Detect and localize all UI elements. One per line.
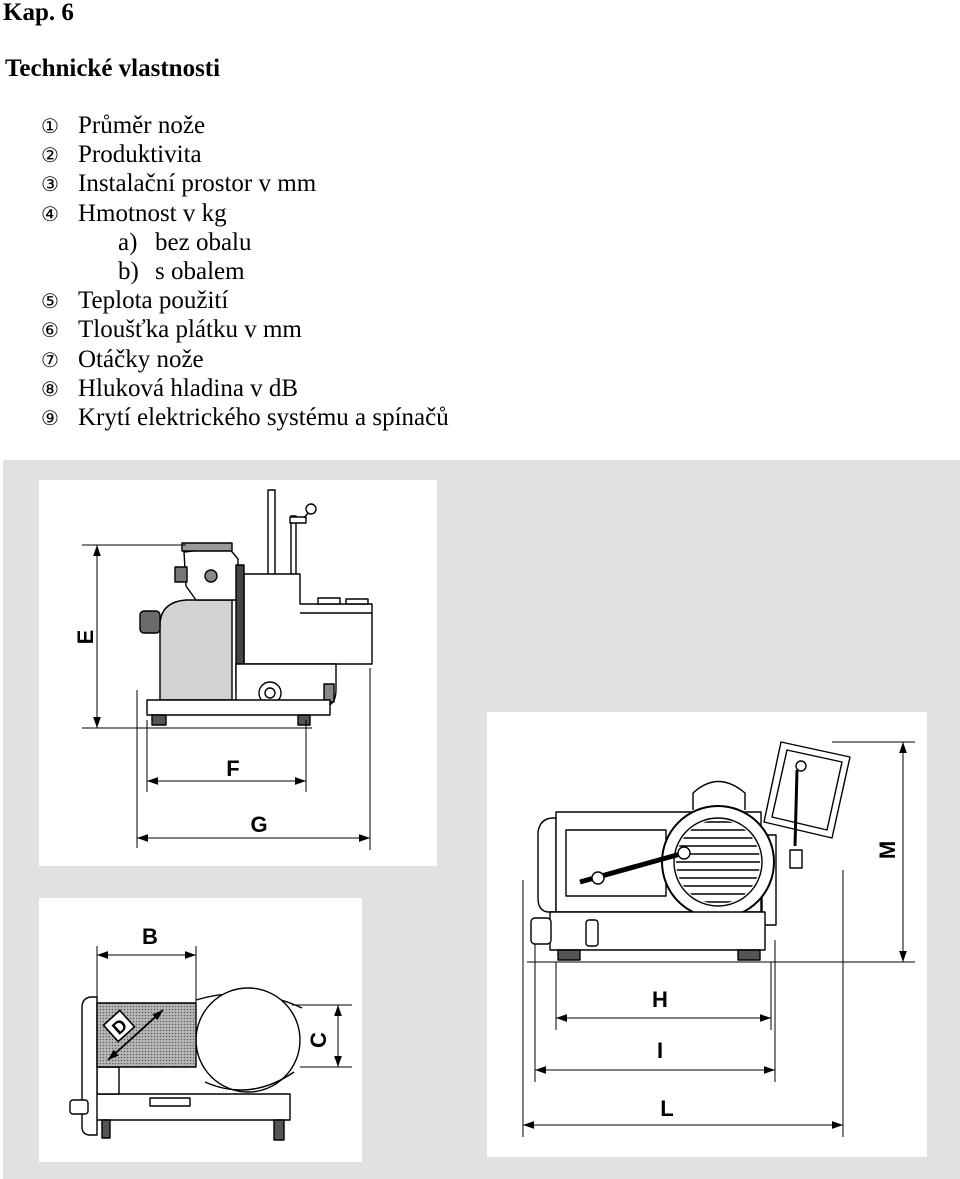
dimension-label-g: G <box>250 812 267 837</box>
chapter-heading: Kap. 6 <box>3 0 74 26</box>
tray-handle-rod <box>793 769 799 847</box>
spec-label: Teplota použití <box>78 287 229 315</box>
spec-number: ① <box>41 114 59 138</box>
spec-number: ⑤ <box>41 289 59 314</box>
spec-item: ① Průměr nože <box>0 111 620 140</box>
vertical-rod <box>267 489 276 577</box>
product-tray <box>763 741 851 839</box>
d-dimension-line <box>107 1009 164 1061</box>
dimension-label-c: C <box>306 1032 331 1048</box>
spec-item: ⑤ Teplota použití <box>0 286 620 315</box>
spec-item: ⑧ Hluková hladina v dB <box>0 374 620 403</box>
front-view-dimensions <box>522 741 915 1137</box>
blade-guard-hump <box>692 780 746 810</box>
spec-sub-item: b) s obalem <box>0 257 620 286</box>
base-plate <box>549 911 766 951</box>
gripper-top <box>181 542 233 552</box>
top-view-slicer <box>69 987 303 1141</box>
side-view-slicer <box>139 489 373 726</box>
motor-cover-center <box>264 687 276 699</box>
section-title: Technické vlastnosti <box>5 55 221 82</box>
spec-item: ⑥ Tloušťka plátku v mm <box>0 315 620 344</box>
front-foot <box>101 1119 111 1139</box>
arm-pivot <box>677 846 691 860</box>
tray-stop <box>317 597 341 605</box>
pedestal-body <box>159 599 233 701</box>
dimension-label-m: M <box>875 841 900 859</box>
blade-lower-arc <box>204 1071 295 1091</box>
base-plate <box>146 699 331 716</box>
spec-item: ⑦ Otáčky nože <box>0 345 620 374</box>
dimension-label-e: E <box>73 630 98 645</box>
front-view-slicer <box>530 741 851 961</box>
spec-sub-label: bez obalu <box>155 228 252 256</box>
spec-number: ⑧ <box>41 376 59 401</box>
top-view-dimensions <box>96 946 352 1068</box>
spec-label: Produktivita <box>78 141 202 169</box>
gripper-clamp <box>174 566 188 583</box>
spec-label: Průměr nože <box>78 112 206 139</box>
spec-number: ⑨ <box>41 405 59 430</box>
d-label-frame <box>102 1009 136 1043</box>
d-label-box: D <box>102 1009 136 1043</box>
carriage-support <box>96 1066 120 1095</box>
rear-foot <box>737 949 761 961</box>
rod-clamp <box>289 516 307 524</box>
tray-handle-knob <box>795 760 807 772</box>
spec-label: Hluková hladina v dB <box>78 374 299 402</box>
handle-knob <box>305 503 317 515</box>
spec-label: Hmotnost v kg <box>78 199 227 227</box>
spec-sub-label: s obalem <box>155 257 245 285</box>
dimension-label-f: F <box>226 756 239 781</box>
base-detail <box>149 1097 191 1107</box>
front-foot <box>151 714 167 726</box>
spec-item: ③ Instalační prostor v mm <box>0 169 620 198</box>
spec-item: ② Produktivita <box>0 140 620 169</box>
support-clamp <box>789 849 803 869</box>
spec-item: ⑨ Krytí elektrického systému a spínačů <box>0 403 620 432</box>
front-foot <box>557 949 581 961</box>
dimension-label-i: I <box>657 1038 663 1063</box>
spec-label: Instalační prostor v mm <box>78 170 317 198</box>
base-plate <box>94 1093 291 1121</box>
product-tray-inner <box>771 749 843 831</box>
adjust-knob <box>139 610 161 634</box>
spec-label: Otáčky nože <box>78 345 204 373</box>
spec-number: ⑥ <box>41 318 59 343</box>
housing-end-cap <box>537 817 557 913</box>
spec-number: ② <box>41 143 59 168</box>
spec-label: Tloušťka plátku v mm <box>78 316 302 344</box>
tray-rail <box>345 598 369 605</box>
blade-outline <box>195 987 301 1093</box>
spec-sub-item: a) bez obalu <box>0 228 620 257</box>
dimension-drawings: E F G B C D <box>3 460 960 1179</box>
spec-number: ⑦ <box>41 347 59 372</box>
spec-list: ① Průměr nože ② Produktivita ③ Instalačn… <box>0 111 620 432</box>
spec-sub-letter: a) <box>118 228 138 256</box>
spec-sub-letter: b) <box>118 257 139 285</box>
dimension-label-h: H <box>652 987 668 1012</box>
rear-foot <box>297 714 311 726</box>
rear-foot <box>273 1119 285 1141</box>
arm-handle <box>591 871 605 885</box>
side-view-dimensions <box>82 544 371 850</box>
base-slot <box>585 919 599 947</box>
spec-number: ③ <box>41 172 59 197</box>
technical-drawings-figure: E F G B C D <box>0 460 960 1179</box>
adjust-knob <box>69 1099 89 1115</box>
dimension-label-l: L <box>660 1096 673 1121</box>
pusher-rod <box>290 515 297 577</box>
spec-item: ④ Hmotnost v kg <box>0 199 620 228</box>
spec-label: Krytí elektrického systému a spínačů <box>78 403 449 431</box>
dimension-label-b: B <box>142 924 158 949</box>
gripper-screw <box>204 569 218 583</box>
spec-number: ④ <box>41 201 59 226</box>
adjust-knob <box>530 917 552 945</box>
